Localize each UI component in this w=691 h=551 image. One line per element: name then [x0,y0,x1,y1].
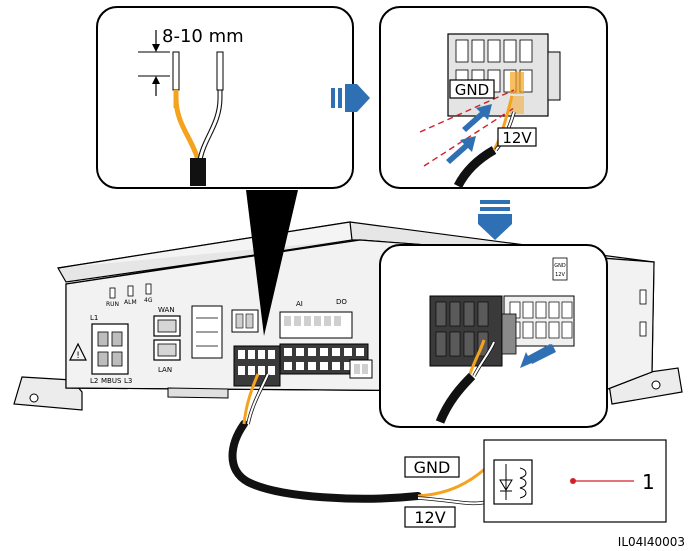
tag-gnd: GND [554,263,566,269]
label-l1: L1 [90,314,98,322]
rs485-block [191,305,223,359]
arrow-down [478,200,512,240]
svg-text:12V: 12V [502,129,532,147]
plug [429,295,517,367]
insertion-guide-top [419,89,515,133]
detail-gnd-label: GND [449,79,495,99]
label-ai: AI [296,300,303,308]
svg-text:!: ! [76,351,80,361]
wire-gnd [417,466,487,498]
label-mbus: MBUS [101,377,122,385]
push-arrow-top [462,104,492,132]
insertion-guide-bottom [423,107,515,167]
detail-12v-label: 12V [497,127,537,147]
svg-text:GND: GND [455,81,489,99]
label-4g: 4G [144,297,153,304]
label-run: RUN [106,301,119,308]
detail-connector [447,33,561,117]
strip-length-label: 8-10 mm [162,26,244,47]
svg-text:GND: GND [414,458,451,477]
strip-length-panel: 8-10 mm [96,6,354,336]
lan-port [153,339,181,361]
svg-text:12V: 12V [414,508,445,527]
relay-box: 1 [483,439,667,523]
cable-sheath [190,158,206,186]
label-lan: LAN [158,366,172,374]
figure-id: IL04I40003 [618,535,685,549]
power-terminal [91,323,129,375]
wire-up-orange [242,373,260,425]
push-arrow-bottom [446,136,476,164]
left-mounting-ear [13,376,83,411]
arrow-right [331,84,370,112]
bottom-gnd-label: GND [404,456,460,478]
insert-wires-panel: GND 12V [379,6,608,189]
label-wan: WAN [158,306,175,314]
ai-do-terminal-block [279,311,353,339]
tag-12v: 12V [555,272,565,278]
warning-symbol [69,342,87,361]
callout-number: 1 [642,470,655,494]
status-leds [109,283,152,299]
inserted-connector [233,345,281,387]
small-terminal [231,309,259,333]
label-l2: L2 [90,377,98,385]
wan-port [153,315,181,337]
dc-output-connector [349,359,373,379]
label-alm: ALM [124,299,137,306]
bottom-12v-label: 12V [404,506,456,528]
plug-connector-panel: GND 12V [379,244,608,428]
black-cable [228,420,422,503]
label-do: DO [336,298,347,306]
label-l3: L3 [124,377,132,385]
cable-assembly [228,373,487,506]
detail-cable [453,146,497,189]
panel-pointer [246,190,298,336]
plug-cable [435,372,476,424]
